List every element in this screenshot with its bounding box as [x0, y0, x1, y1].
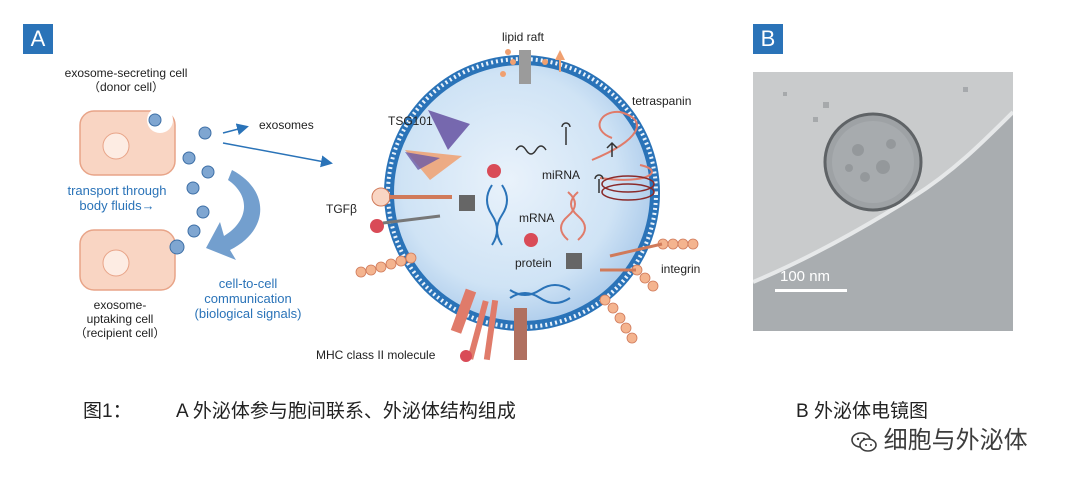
exosome-diagram — [79, 49, 699, 362]
scale-bar — [775, 289, 847, 292]
exosome-arrow-short — [222, 123, 249, 136]
transport-label: transport through body fluids→ — [67, 183, 167, 213]
electron-micrograph — [753, 72, 1013, 331]
exosome-structure — [355, 49, 699, 362]
panel-a-badge: A — [23, 24, 53, 54]
donor-cell-label: exosome-secreting cell （donor cell） — [64, 66, 188, 94]
recipient-cell-label: exosome- uptaking cell （recipient cell） — [74, 298, 166, 340]
mhc-label: MHC class II molecule — [316, 348, 436, 362]
tsg101-label: TSG101 — [388, 114, 433, 128]
panel-b-caption: B 外泌体电镜图 — [796, 401, 928, 422]
tgf-beta-label: TGFβ — [326, 202, 357, 216]
wechat-icon — [851, 431, 877, 453]
panel-a-caption: A 外泌体参与胞间联系、外泌体结构组成 — [176, 401, 516, 422]
integrin-label: integrin — [661, 262, 701, 276]
exosomes-label: exosomes — [259, 118, 314, 132]
donor-cell — [79, 107, 176, 176]
scale-bar-label: 100 nm — [780, 268, 831, 285]
watermark-text: 细胞与外泌体 — [883, 427, 1028, 454]
figure-label: 图1： — [83, 401, 132, 422]
communication-curved-arrow — [206, 170, 261, 260]
watermark: 细胞与外泌体 — [851, 420, 1028, 455]
exosome-arrow-long — [222, 142, 333, 168]
protein-label: protein — [515, 256, 552, 270]
mirna-label: miRNA — [542, 168, 580, 182]
mrna-label: mRNA — [519, 211, 555, 225]
exosome-particles — [182, 126, 215, 238]
lipid-raft-label: lipid raft — [502, 30, 545, 44]
communication-label: cell-to-cell communication (biological s… — [194, 276, 302, 321]
recipient-cell — [79, 229, 185, 291]
tetraspanin-label: tetraspanin — [632, 94, 692, 108]
panel-b-badge: B — [753, 24, 783, 54]
